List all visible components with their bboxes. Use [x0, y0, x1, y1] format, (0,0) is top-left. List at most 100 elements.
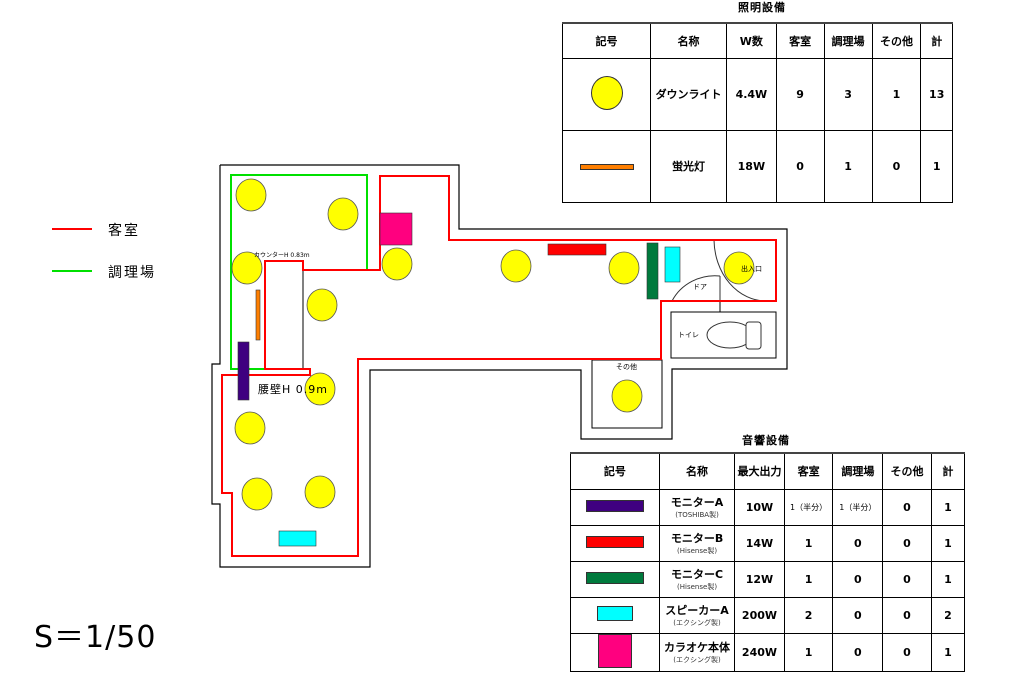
column-header: その他 [871, 22, 922, 59]
item-maker: (Hisense製) [677, 583, 718, 591]
column-header: W数 [726, 22, 777, 59]
item-maker: (Hisense製) [677, 547, 718, 555]
total-count: 1 [920, 129, 953, 203]
column-header: 名称 [650, 22, 728, 59]
table-row: モニターC(Hisense製) 12W 1 0 0 1 [570, 560, 966, 598]
downlight-icon [306, 288, 338, 322]
total-count: 1 [930, 632, 966, 672]
downlight-icon [241, 477, 273, 511]
name-cell: スピーカーA (エクシング製) [658, 596, 736, 634]
column-header: 調理場 [823, 22, 873, 59]
table-row: モニターA(TOSHIBA製) 10W 1（半分） 1（半分） 0 1 [570, 488, 966, 526]
kitchen-count: 3 [823, 57, 873, 131]
monitor-a [237, 341, 250, 401]
guest-room-count: 1 [783, 632, 834, 672]
item-name: モニターA [670, 496, 724, 509]
table-row: ダウンライト 4.4W 9 3 1 13 [561, 57, 953, 131]
guest-room-count: 1 [783, 560, 834, 598]
table-row: カラオケ本体(エクシング製) 240W 1 0 0 1 [570, 632, 966, 672]
symbol-cell [570, 632, 660, 672]
total-count: 1 [930, 488, 966, 526]
guest-room-count: 2 [783, 596, 834, 634]
speaker-a [278, 530, 317, 547]
other-room-label: その他 [616, 362, 637, 371]
downlight-icon [381, 247, 413, 281]
name-cell: モニターB (Hisense製) [658, 524, 736, 562]
downlight-icon [611, 379, 643, 413]
legend-kitchen-label: 調理場 [108, 265, 156, 281]
column-header: 客室 [775, 22, 825, 59]
lighting-table-title: 照明設備 [738, 1, 786, 14]
name-cell: 蛍光灯 [650, 129, 728, 203]
kitchen-count: 1（半分） [832, 488, 884, 526]
other-count: 0 [871, 129, 922, 203]
total-count: 2 [930, 596, 966, 634]
item-name: モニターB [670, 532, 724, 545]
power-cell: 12W [734, 560, 785, 598]
audio-table-title: 音響設備 [742, 434, 790, 447]
total-count: 1 [930, 524, 966, 562]
column-header: 計 [930, 452, 966, 490]
item-name: ダウンライト [655, 88, 722, 101]
name-cell: カラオケ本体 (エクシング製) [658, 632, 736, 672]
entrance-label: 出入口 [741, 264, 762, 273]
monitor-b [547, 243, 607, 256]
column-header: 記号 [561, 22, 652, 59]
table-row: 蛍光灯 18W 0 1 0 1 [561, 129, 953, 203]
symbol-mid-icon [596, 606, 633, 621]
downlight-icon [327, 197, 359, 231]
item-name: スピーカーA [665, 604, 729, 617]
toilet-room-wall [670, 311, 777, 359]
guest-room-count: 0 [775, 129, 825, 203]
legend-guest-label: 客室 [108, 223, 140, 239]
power-cell: 4.4W [726, 57, 777, 131]
kitchen-count: 0 [832, 524, 884, 562]
outer-wall [211, 164, 788, 568]
door-swing-arc [671, 275, 721, 302]
audio-table: 記号名称最大出力客室調理場その他計 モニターA (TOSHIBA製) 10W 1（… [570, 452, 966, 672]
scale-label: S＝1/50 [34, 620, 157, 655]
power-cell: 240W [734, 632, 785, 672]
table-row: モニターB(Hisense製) 14W 1 0 0 1 [570, 524, 966, 562]
symbol-cell [570, 524, 660, 562]
kitchen-count: 0 [832, 596, 884, 634]
kitchen-count: 0 [832, 560, 884, 598]
column-header: 客室 [783, 452, 834, 490]
item-name: カラオケ本体 [664, 641, 731, 654]
total-count: 13 [920, 57, 953, 131]
table-row: スピーカーA(エクシング製) 200W 2 0 0 2 [570, 596, 966, 634]
guest-room-count: 1 [783, 524, 834, 562]
power-cell: 18W [726, 129, 777, 203]
total-count: 1 [930, 560, 966, 598]
other-count: 1 [871, 57, 922, 131]
column-header: その他 [882, 452, 932, 490]
item-name: 蛍光灯 [672, 160, 706, 173]
other-count: 0 [882, 524, 932, 562]
downlight-icon [723, 251, 755, 285]
kitchen-count: 0 [832, 632, 884, 672]
downlight-icon [231, 251, 263, 285]
waist-wall-label: 腰壁H 0.9m [258, 382, 328, 396]
item-maker: (エクシング製) [673, 619, 721, 627]
downlight-icon [304, 372, 336, 406]
downlight-icon [304, 475, 336, 509]
symbol-wide-icon [585, 571, 644, 584]
power-cell: 10W [734, 488, 785, 526]
symbol-circle-icon [590, 75, 623, 110]
guest-room-count: 1（半分） [783, 488, 834, 526]
symbol-cell [561, 57, 652, 131]
fluorescent-light [255, 289, 261, 341]
guest-room-count: 9 [775, 57, 825, 131]
downlight-icon [234, 411, 266, 445]
name-cell: モニターA (TOSHIBA製) [658, 488, 736, 526]
item-maker: (TOSHIBA製) [675, 511, 719, 519]
symbol-cell [570, 488, 660, 526]
power-cell: 200W [734, 596, 785, 634]
header-row: 記号名称最大出力客室調理場その他計 [570, 452, 966, 490]
guest-room-zone-outline [221, 175, 777, 557]
name-cell: モニターC(Hisense製) [658, 560, 736, 598]
item-maker: (エクシング製) [673, 656, 721, 664]
karaoke-unit [379, 212, 413, 246]
